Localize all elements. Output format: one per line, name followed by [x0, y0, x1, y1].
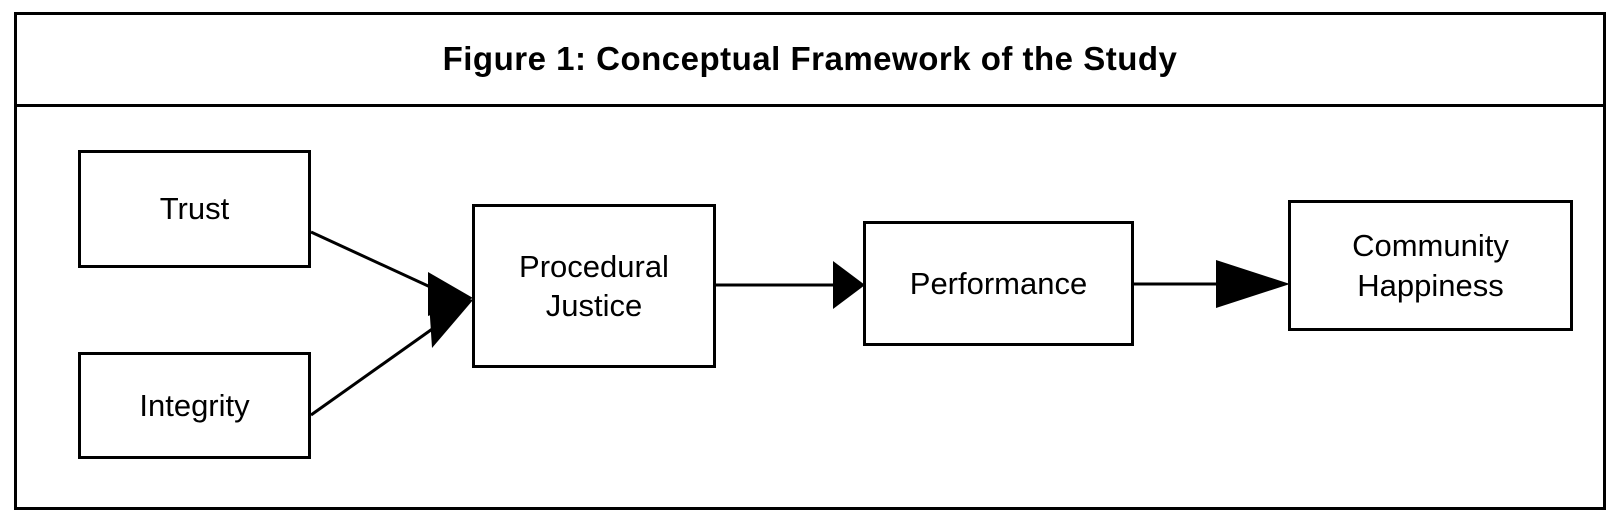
- node-trust-label: Trust: [159, 191, 230, 227]
- node-performance[interactable]: Performance: [863, 221, 1134, 346]
- figure-title-band: Figure 1: Conceptual Framework of the St…: [14, 12, 1606, 106]
- node-community-happiness-label: Community Happiness: [1352, 228, 1509, 303]
- edge-trust-to-procedural-arrowhead: [428, 272, 473, 316]
- node-procedural-justice[interactable]: Procedural Justice: [472, 204, 716, 368]
- edge-performance-to-community-arrowhead: [1216, 260, 1290, 308]
- edge-integrity-to-procedural-line: [310, 313, 453, 417]
- node-performance-label: Performance: [909, 265, 1088, 301]
- node-integrity[interactable]: Integrity: [78, 352, 311, 459]
- edge-integrity-to-procedural-arrowhead: [428, 286, 473, 348]
- title-divider: [14, 104, 1606, 107]
- node-integrity-label: Integrity: [139, 387, 250, 423]
- node-trust[interactable]: Trust: [78, 150, 311, 268]
- node-community-happiness[interactable]: Community Happiness: [1288, 200, 1573, 331]
- page-title: Figure 1: Conceptual Framework of the St…: [442, 40, 1178, 77]
- edge-trust-to-procedural-line: [310, 230, 453, 299]
- node-procedural-justice-label: Procedural Justice: [519, 248, 669, 323]
- edge-procedural-to-performance-arrowhead: [833, 261, 865, 309]
